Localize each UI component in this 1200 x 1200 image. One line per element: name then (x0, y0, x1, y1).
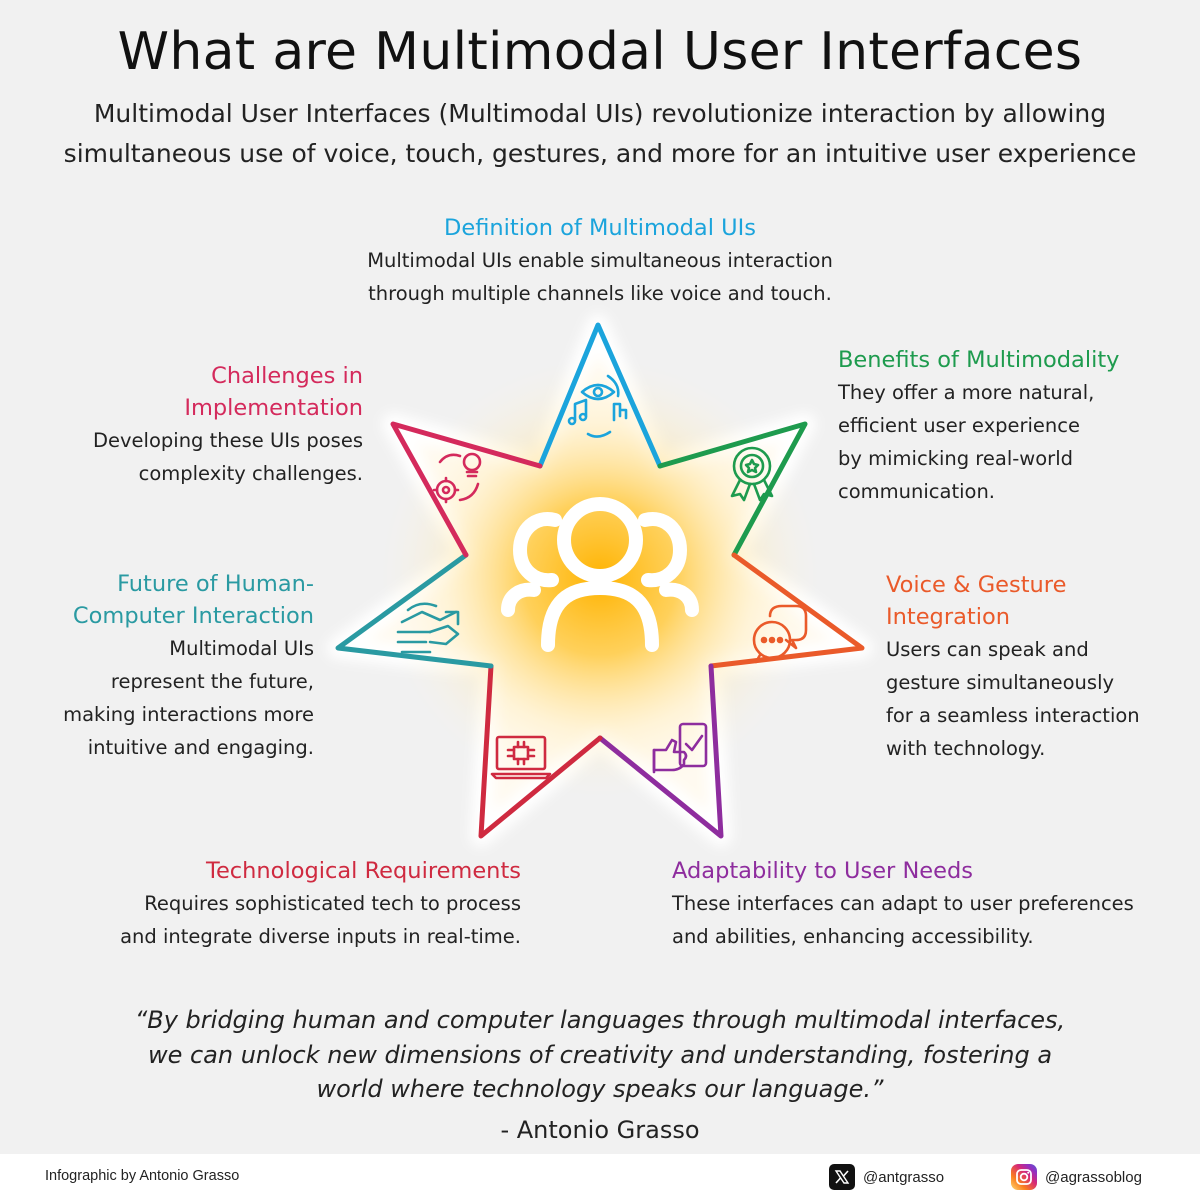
technological-line: Requires sophisticated tech to process (144, 892, 521, 915)
page-title: What are Multimodal User Interfaces (117, 22, 1083, 82)
future-line: Multimodal UIs (169, 637, 314, 660)
x-logo-icon (829, 1164, 855, 1190)
challenges-line: Developing these UIs poses (93, 429, 363, 452)
section-technological: Technological Requirements Requires soph… (40, 855, 521, 953)
benefits-line: efficient user experience (838, 414, 1080, 437)
subtitle-line-2: simultaneous use of voice, touch, gestur… (63, 139, 1137, 168)
quote-line: we can unlock new dimensions of creativi… (147, 1040, 1053, 1069)
thumbs-up-phone-icon (652, 722, 708, 774)
footer-credit: Infographic by Antonio Grasso (45, 1168, 240, 1184)
x-social-link[interactable]: @antgrasso (829, 1164, 944, 1190)
future-line: intuitive and engaging. (87, 736, 314, 759)
benefits-heading: Benefits of Multimodality (838, 347, 1120, 373)
quote-line: “By bridging human and computer language… (134, 1006, 1066, 1034)
laptop-chip-icon (490, 735, 552, 780)
star-edge-challenges (390, 421, 543, 558)
definition-heading: Definition of Multimodal UIs (444, 215, 756, 241)
voice-line: with technology. (886, 737, 1046, 760)
section-challenges: Challenges in Implementation Developing … (40, 360, 363, 490)
benefits-line: communication. (838, 480, 995, 503)
quote-author: - Antonio Grasso (500, 1116, 700, 1144)
definition-line: Multimodal UIs enable simultaneous inter… (367, 249, 833, 272)
section-voice-gesture: Voice & Gesture Integration Users can sp… (886, 569, 1186, 765)
quote: “By bridging human and computer language… (60, 1003, 1140, 1107)
star-edge-technological (478, 663, 603, 839)
award-badge-icon (730, 446, 774, 502)
section-adaptability: Adaptability to User Needs These interfa… (672, 855, 1192, 953)
benefits-line: by mimicking real-world (838, 447, 1073, 470)
future-heading: Future of Human- Computer Interaction (20, 568, 314, 632)
technological-body: Requires sophisticated tech to process a… (40, 887, 521, 953)
future-heading-line: Computer Interaction (72, 603, 314, 629)
section-benefits: Benefits of Multimodality They offer a m… (838, 344, 1178, 508)
adaptability-heading: Adaptability to User Needs (672, 858, 973, 884)
voice-heading-line: Voice & Gesture (886, 572, 1067, 598)
user-group-icon (501, 497, 699, 652)
adaptability-line: These interfaces can adapt to user prefe… (672, 892, 1134, 915)
technological-heading: Technological Requirements (206, 858, 521, 884)
gear-bulb-cycle-icon (432, 452, 482, 504)
section-future: Future of Human- Computer Interaction Mu… (20, 568, 314, 764)
voice-heading: Voice & Gesture Integration (886, 569, 1186, 633)
definition-body: Multimodal UIs enable simultaneous inter… (300, 244, 900, 310)
voice-heading-line: Integration (886, 604, 1010, 630)
instagram-handle: @agrassoblog (1045, 1168, 1142, 1186)
chat-bubbles-icon (752, 604, 808, 664)
challenges-heading: Challenges in Implementation (40, 360, 363, 424)
footer: Infographic by Antonio Grasso @antgrasso… (0, 1154, 1200, 1200)
eye-music-touch-icon (567, 374, 628, 438)
star-edge-definition (537, 322, 663, 469)
human-robot-handshake-icon (396, 602, 460, 654)
instagram-logo-icon (1011, 1164, 1037, 1190)
subtitle-line-1: Multimodal User Interfaces (Multimodal U… (93, 99, 1107, 128)
quote-line: world where technology speaks our langua… (316, 1075, 884, 1103)
future-line: making interactions more (63, 703, 314, 726)
x-handle: @antgrasso (863, 1168, 945, 1186)
future-line: represent the future, (110, 670, 314, 693)
future-body: Multimodal UIs represent the future, mak… (20, 632, 314, 764)
instagram-social-link[interactable]: @agrassoblog (1011, 1164, 1142, 1190)
voice-body: Users can speak and gesture simultaneous… (886, 633, 1186, 765)
page-subtitle: Multimodal User Interfaces (Multimodal U… (20, 94, 1180, 174)
technological-line: and integrate diverse inputs in real-tim… (120, 925, 521, 948)
challenges-body: Developing these UIs poses complexity ch… (40, 424, 363, 490)
voice-line: Users can speak and (886, 638, 1089, 661)
voice-line: gesture simultaneously (886, 671, 1115, 694)
adaptability-body: These interfaces can adapt to user prefe… (672, 887, 1192, 953)
star-edge-adaptability (597, 663, 724, 839)
star-edge-benefits (657, 421, 808, 558)
benefits-line: They offer a more natural, (838, 381, 1095, 404)
challenges-line: complexity challenges. (138, 462, 363, 485)
adaptability-line: and abilities, enhancing accessibility. (672, 925, 1034, 948)
challenges-heading-line: Challenges in (211, 363, 363, 389)
section-definition: Definition of Multimodal UIs Multimodal … (300, 212, 900, 310)
challenges-heading-line: Implementation (184, 395, 363, 421)
voice-line: for a seamless interaction (886, 704, 1140, 727)
star-edge-future (335, 552, 494, 669)
definition-line: through multiple channels like voice and… (368, 282, 832, 305)
benefits-body: They offer a more natural, efficient use… (838, 376, 1178, 508)
future-heading-line: Future of Human- (117, 571, 314, 597)
